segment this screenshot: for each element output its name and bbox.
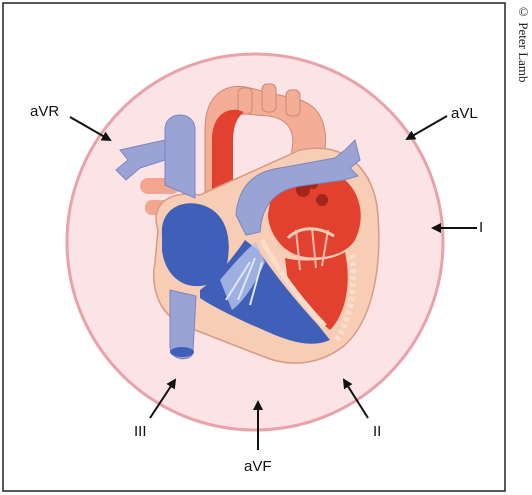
label-lead-i: I — [479, 220, 483, 235]
label-avr: aVR — [30, 104, 59, 119]
label-avl: aVL — [451, 106, 478, 121]
copyright-credit: © Peter Lamb — [509, 4, 531, 114]
label-avf: aVF — [244, 459, 272, 474]
label-lead-iii: III — [134, 424, 147, 439]
label-lead-ii: II — [373, 424, 381, 439]
